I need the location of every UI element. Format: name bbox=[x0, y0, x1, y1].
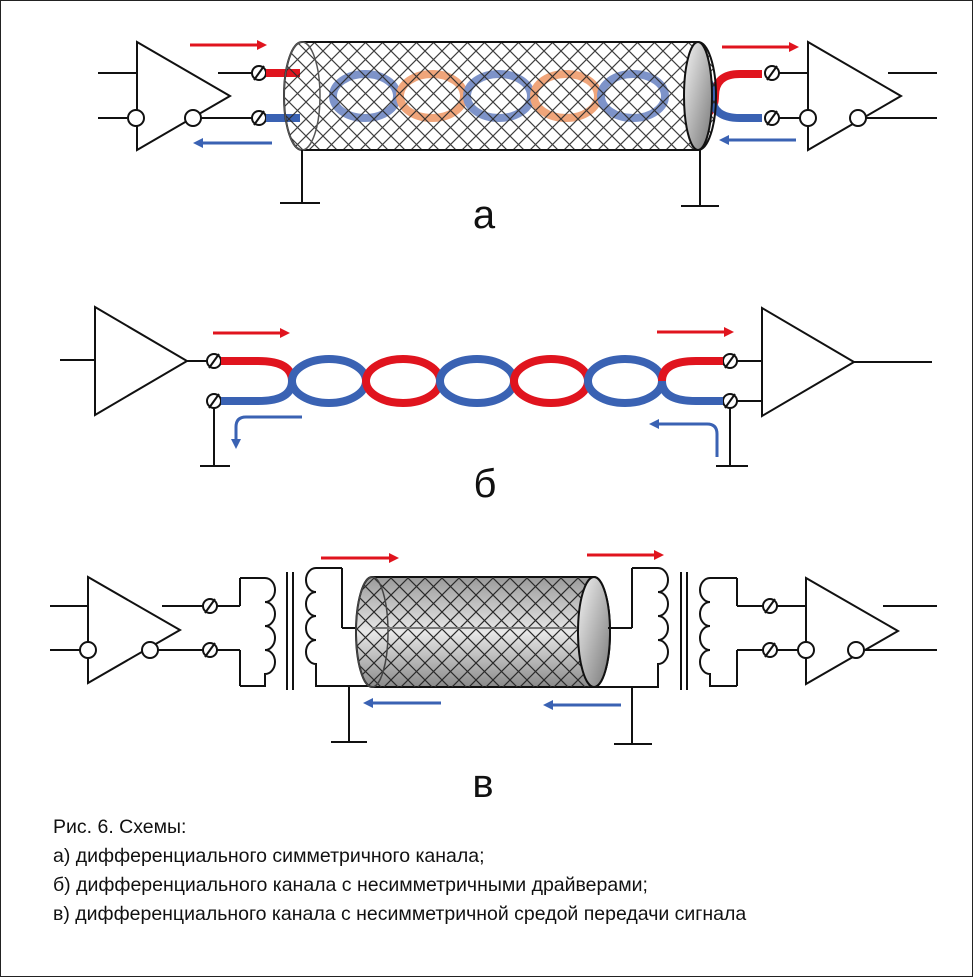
diagram-c bbox=[50, 550, 937, 745]
return-arrow bbox=[231, 415, 302, 449]
ground-c bbox=[331, 686, 652, 745]
diagram-a bbox=[98, 40, 937, 207]
twisted-pair-b bbox=[221, 355, 723, 407]
transformer-left bbox=[217, 567, 372, 690]
figure-caption: Рис. 6. Схемы: а) дифференциального симм… bbox=[53, 813, 746, 929]
ground-a bbox=[280, 150, 719, 207]
receiver-a-right bbox=[764, 40, 937, 152]
ground-b bbox=[200, 408, 748, 467]
terminal bbox=[206, 353, 738, 409]
terminal bbox=[251, 65, 267, 126]
shielded-cable-a bbox=[283, 41, 717, 151]
caption-title: Рис. 6. Схемы: bbox=[53, 816, 187, 838]
caption-line-c: в) дифференциального канала с несимметри… bbox=[53, 903, 747, 925]
receiver-c-right bbox=[777, 576, 937, 686]
caption-line-a: а) дифференциального симметричного канал… bbox=[53, 845, 485, 867]
driver-b-left bbox=[60, 305, 210, 417]
receiver-b-right bbox=[737, 306, 932, 418]
shielded-cable-c bbox=[355, 576, 612, 688]
driver-c-left bbox=[50, 575, 203, 685]
label-c: в bbox=[472, 762, 494, 806]
driver-a-left bbox=[98, 40, 255, 152]
caption-line-b: б) дифференциального канала с несимметри… bbox=[53, 874, 648, 896]
transformer-right bbox=[594, 567, 763, 690]
label-a: а bbox=[472, 193, 496, 237]
label-b: б bbox=[473, 462, 497, 506]
return-arrow bbox=[649, 419, 719, 457]
diagram-b bbox=[60, 305, 932, 467]
